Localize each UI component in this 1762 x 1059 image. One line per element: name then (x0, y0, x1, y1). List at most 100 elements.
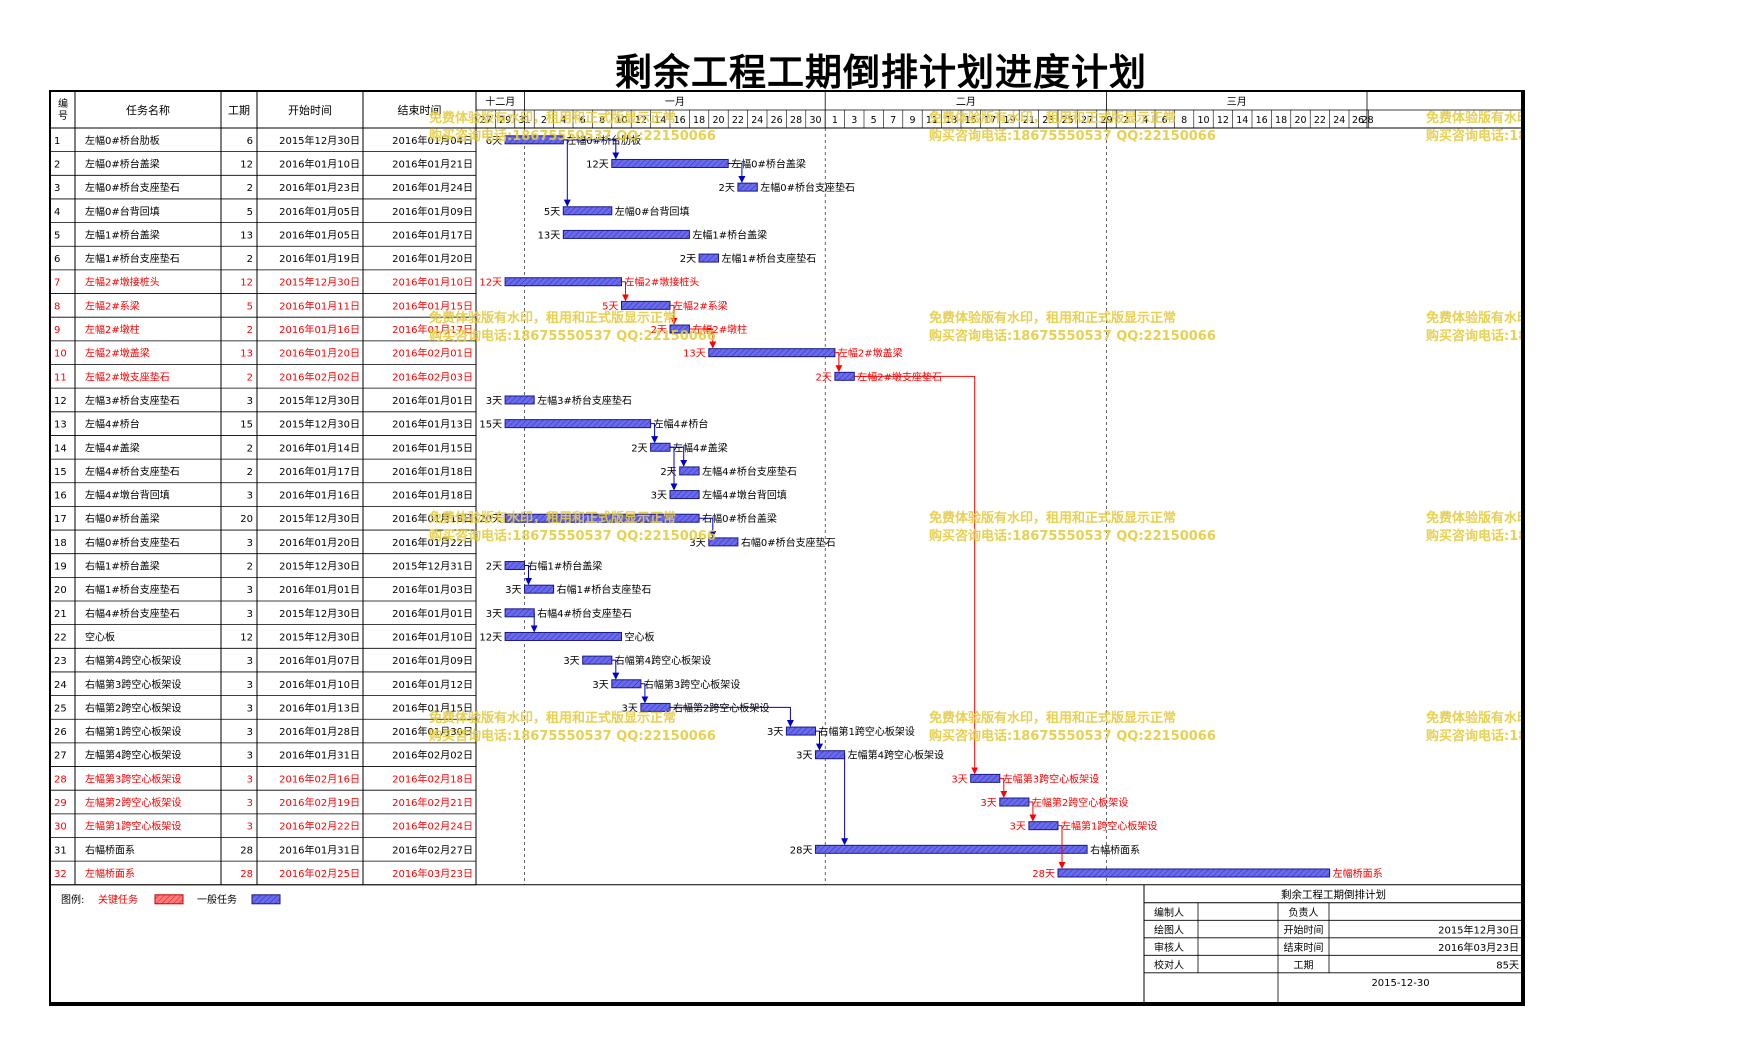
bar-duration-label: 3天 (563, 656, 579, 667)
task-name: 右幅第1跨空心板架设 (85, 725, 181, 738)
task-end: 2016年02月18日 (392, 772, 473, 785)
tick-label: 7 (890, 115, 896, 126)
tick-label: 2 (541, 115, 547, 126)
dependency-link (563, 139, 620, 160)
task-end: 2016年01月15日 (392, 299, 473, 312)
watermark: 免费体验版有水印，租用和正式版显示正常购买咨询电话:18675550537 QQ… (429, 510, 716, 546)
task-id: 21 (54, 609, 67, 620)
tick-label: 8 (599, 115, 605, 126)
task-id: 28 (54, 774, 67, 785)
tick-label: 22 (732, 115, 744, 126)
tick-label: 14 (1236, 115, 1248, 126)
critical-task-bar (834, 371, 855, 381)
task-name: 左幅2#系梁 (85, 299, 140, 312)
task-end: 2016年01月17日 (392, 228, 473, 241)
bar-name-label: 右幅桥面系 (1090, 843, 1140, 856)
tick-label: 25 (1062, 115, 1074, 126)
task-name: 右幅4#桥台支座垫石 (85, 607, 180, 620)
tick-label: 8 (1181, 115, 1187, 126)
bar-name-label: 右幅第4跨空心板架设 (615, 654, 711, 667)
watermark: 免费体验版有水印，租用和正式版显示正常购买咨询电话:18675550537 QQ… (929, 310, 1216, 346)
dependency-link (670, 446, 678, 491)
watermark-line2: 购买咨询电话:18675550537 QQ:22150066 (929, 729, 1216, 744)
normal-task-bar (611, 158, 729, 168)
task-duration: 15 (240, 420, 253, 431)
tick-label: 13 (945, 115, 957, 126)
watermark-line1: 免费体验版有水印，租用和正式版显示正常 (429, 711, 677, 726)
tick-label: 16 (1256, 115, 1268, 126)
task-duration: 6 (247, 136, 253, 147)
task-duration: 2 (247, 562, 253, 573)
dependency-link (563, 139, 571, 207)
task-end: 2016年01月10日 (392, 630, 473, 643)
task-duration: 13 (240, 230, 253, 241)
watermark-line1: 免费体验版有水印，租用和正式版显示正常 (1426, 511, 1521, 526)
task-start: 2015年12月30日 (279, 607, 360, 620)
task-duration: 2 (247, 325, 253, 336)
task-duration: 3 (247, 538, 253, 549)
normal-task-bar (524, 584, 555, 594)
bar-name-label: 左幅1#桥台支座垫石 (722, 252, 817, 265)
task-start: 2015年12月30日 (279, 134, 360, 147)
task-start: 2016年02月25日 (279, 867, 360, 880)
tick-label: 4 (560, 115, 566, 126)
tick-label: 9 (909, 115, 915, 126)
task-id: 22 (54, 632, 67, 643)
task-id: 20 (54, 585, 67, 596)
task-duration: 3 (247, 798, 253, 809)
task-id: 11 (54, 372, 67, 383)
task-start: 2015年12月30日 (279, 394, 360, 407)
bar-duration-label: 3天 (486, 609, 502, 620)
info-table-title: 剩余工程工期倒排计划 (1281, 888, 1386, 901)
bar-name-label: 左幅第2跨空心板架设 (1032, 796, 1128, 809)
bar-duration-label: 2天 (631, 443, 647, 454)
info-label: 绘图人 (1154, 923, 1184, 936)
bar-name-label: 左幅4#桥台 (654, 418, 709, 431)
task-duration: 3 (247, 751, 253, 762)
bar-name-label: 左幅1#桥台盖梁 (692, 228, 767, 241)
bar-name-label: 左幅第3跨空心板架设 (1003, 772, 1099, 785)
tick-label: 14 (654, 115, 666, 126)
dependency-link (699, 517, 717, 538)
bar-duration-label: 2天 (816, 372, 832, 383)
task-duration: 5 (247, 301, 253, 312)
task-end: 2016年01月30日 (392, 725, 473, 738)
critical-task-bar (970, 773, 1001, 783)
bar-name-label: 左幅2#墩柱 (692, 323, 747, 336)
task-end: 2016年01月03日 (392, 583, 473, 596)
task-name: 右幅0#桥台支座垫石 (85, 536, 180, 549)
task-start: 2015年12月30日 (279, 276, 360, 289)
bar-name-label: 右幅4#桥台支座垫石 (537, 607, 632, 620)
task-duration: 13 (240, 349, 253, 360)
header-label: 工期 (228, 104, 250, 117)
task-id: 9 (54, 325, 60, 336)
task-id: 18 (54, 538, 67, 549)
task-id: 13 (54, 420, 67, 431)
normal-task-bar (698, 253, 719, 263)
tick-label: 10 (615, 115, 627, 126)
bar-duration-label: 3天 (592, 680, 608, 691)
task-duration: 12 (240, 159, 253, 170)
task-id: 8 (54, 301, 60, 312)
task-id: 24 (54, 680, 67, 691)
watermark-line1: 免费体验版有水印，租用和正式版显示正常 (929, 311, 1177, 326)
task-end: 2016年01月21日 (392, 157, 473, 170)
bar-duration-label: 3天 (505, 585, 521, 596)
task-id: 2 (54, 159, 60, 170)
task-duration: 5 (247, 207, 253, 218)
bar-name-label: 右幅0#桥台盖梁 (702, 512, 777, 525)
task-name: 左幅0#桥台肋板 (85, 134, 160, 147)
tick-label: 19 (1003, 115, 1015, 126)
bar-duration-label: 2天 (719, 183, 735, 194)
task-start: 2016年01月10日 (279, 157, 360, 170)
task-end: 2016年01月18日 (392, 489, 473, 502)
critical-task-bar (1028, 821, 1059, 831)
tick-label: 26 (1352, 115, 1364, 126)
tick-label: 2 (1123, 115, 1129, 126)
watermark-line2: 购买咨询电话:18675550537 QQ:22150066 (429, 329, 716, 344)
critical-task-bar (621, 300, 671, 310)
task-id: 1 (54, 136, 60, 147)
bar-duration-label: 3天 (1010, 822, 1026, 833)
